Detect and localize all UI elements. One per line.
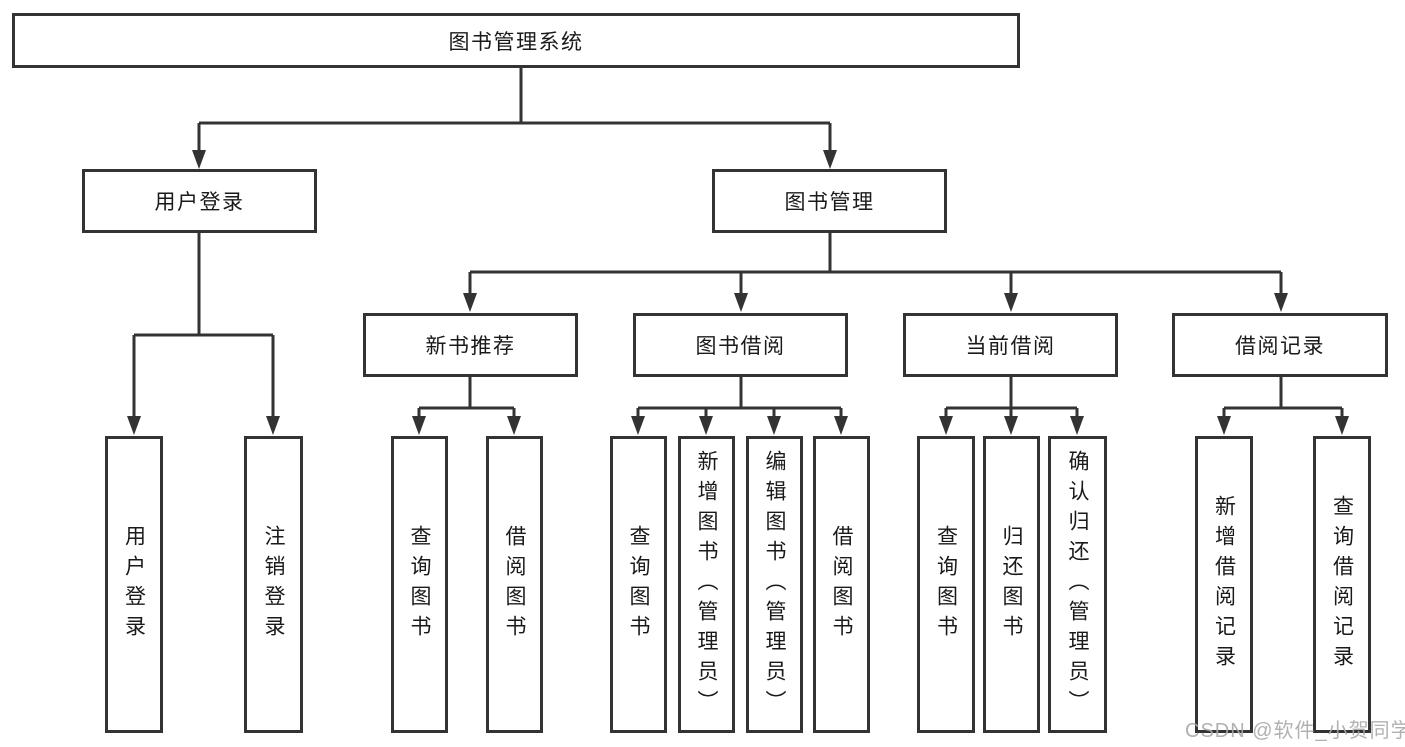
node-label: 查询图书 bbox=[627, 524, 650, 645]
node-borrow-records: 借阅记录 bbox=[1172, 313, 1388, 377]
node-user-login: 用户登录 bbox=[82, 169, 317, 233]
node-label: 新书推荐 bbox=[425, 335, 516, 358]
node-label: 借阅记录 bbox=[1235, 335, 1325, 358]
node-label: 图书借阅 bbox=[695, 335, 786, 358]
node-library-management-system: 图书管理系统 bbox=[12, 13, 1020, 68]
node-book-management: 图书管理 bbox=[712, 169, 947, 233]
node-label: 查询借阅记录 bbox=[1330, 494, 1354, 675]
node-label: 查询图书 bbox=[934, 524, 958, 645]
node-label: 借阅图书 bbox=[503, 524, 526, 645]
node-label: 编辑图书（管理员） bbox=[763, 449, 786, 720]
node-leaf-add-book-admin: 新增图书（管理员） bbox=[678, 436, 735, 733]
node-leaf-borrow-books: 借阅图书 bbox=[813, 436, 870, 733]
node-leaf-logout: 注销登录 bbox=[244, 436, 303, 733]
arrowheads bbox=[127, 150, 1349, 435]
node-new-book-recommend: 新书推荐 bbox=[363, 313, 578, 377]
node-leaf-query-books-borrow: 查询图书 bbox=[610, 436, 667, 733]
node-label: 归还图书 bbox=[1000, 524, 1023, 645]
node-leaf-edit-book-admin: 编辑图书（管理员） bbox=[746, 436, 803, 733]
node-label: 当前借阅 bbox=[965, 335, 1056, 358]
node-label: 用户登录 bbox=[122, 524, 146, 645]
node-book-borrow: 图书借阅 bbox=[633, 313, 848, 377]
node-label: 图书管理 bbox=[784, 191, 875, 214]
node-label: 用户登录 bbox=[154, 191, 245, 214]
node-leaf-query-books-current: 查询图书 bbox=[917, 436, 975, 733]
watermark: CSDN @软件_小贺同学 bbox=[1185, 720, 1405, 742]
node-label: 查询图书 bbox=[408, 524, 431, 645]
node-leaf-query-borrow-record: 查询借阅记录 bbox=[1313, 436, 1371, 733]
node-label: 图书管理系统 bbox=[448, 30, 584, 54]
node-label: 借阅图书 bbox=[830, 524, 853, 645]
node-label: 新增借阅记录 bbox=[1212, 494, 1236, 675]
node-label: 新增图书（管理员） bbox=[695, 449, 718, 720]
node-leaf-user-login: 用户登录 bbox=[105, 436, 163, 733]
node-current-borrow: 当前借阅 bbox=[903, 313, 1118, 377]
node-leaf-borrow-books-recommend: 借阅图书 bbox=[486, 436, 543, 733]
node-leaf-add-borrow-record: 新增借阅记录 bbox=[1195, 436, 1253, 733]
node-label: 确认归还（管理员） bbox=[1066, 449, 1089, 720]
node-label: 注销登录 bbox=[262, 524, 285, 645]
node-leaf-query-books-recommend: 查询图书 bbox=[391, 436, 448, 733]
node-leaf-return-book: 归还图书 bbox=[983, 436, 1040, 733]
node-leaf-confirm-return-admin: 确认归还（管理员） bbox=[1048, 436, 1107, 733]
